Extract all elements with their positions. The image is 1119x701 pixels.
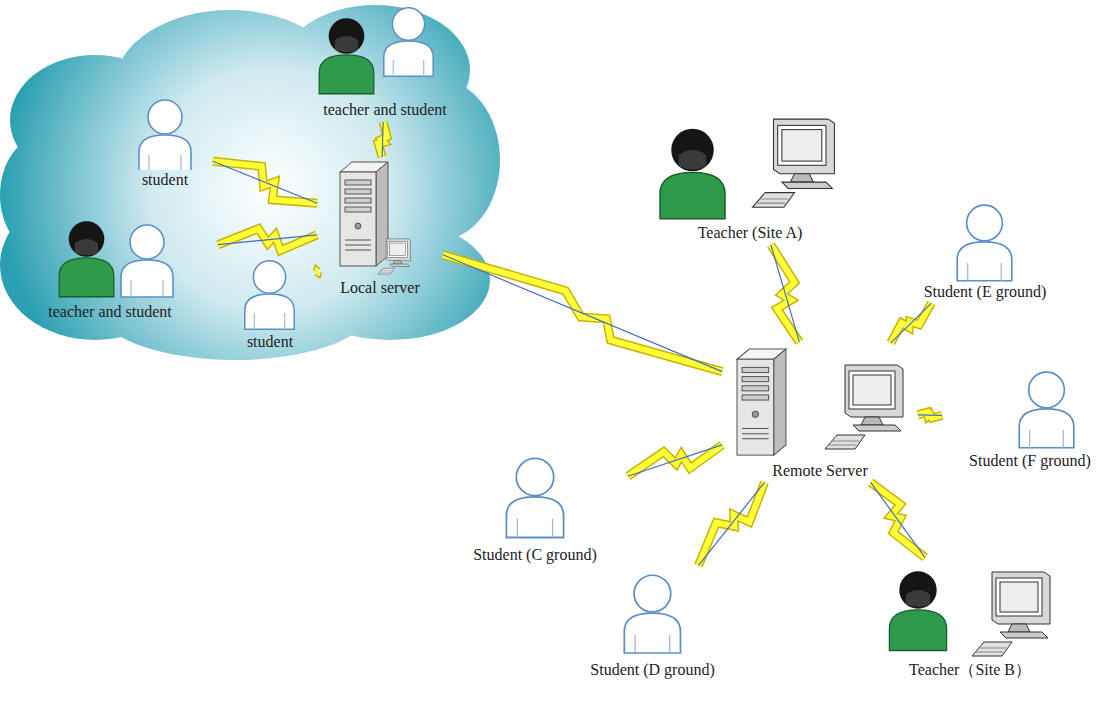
network-node: teacher and student bbox=[300, 0, 470, 119]
wireless-link bbox=[628, 445, 722, 476]
node-icon bbox=[300, 0, 470, 100]
network-node: student bbox=[120, 95, 210, 189]
network-node: Student (F ground) bbox=[945, 365, 1115, 470]
node-icon bbox=[725, 345, 915, 461]
node-icon bbox=[5, 190, 215, 302]
node-label: student bbox=[120, 170, 210, 189]
node-label: Teacher (Site A) bbox=[645, 223, 855, 242]
node-label: Student (D ground) bbox=[560, 660, 745, 679]
network-node: Teacher（Site B） bbox=[870, 560, 1070, 679]
network-node: Student (D ground) bbox=[560, 568, 745, 679]
wireless-link bbox=[698, 482, 764, 565]
wireless-link bbox=[218, 229, 317, 251]
node-label: Student (C ground) bbox=[445, 545, 625, 564]
wireless-link bbox=[378, 122, 387, 157]
node-icon bbox=[945, 365, 1115, 451]
node-label: Student (E ground) bbox=[900, 282, 1070, 301]
network-node: teacher and student bbox=[5, 190, 215, 321]
wireless-link bbox=[213, 161, 317, 203]
node-icon bbox=[120, 95, 210, 170]
network-node: Teacher (Site A) bbox=[645, 105, 855, 242]
wireless-link bbox=[317, 271, 318, 272]
network-node: student bbox=[225, 258, 315, 351]
node-label: Teacher（Site B） bbox=[870, 660, 1070, 679]
node-icon bbox=[225, 258, 315, 332]
network-node: Student (E ground) bbox=[900, 200, 1070, 301]
node-icon bbox=[870, 560, 1070, 660]
node-label: student bbox=[225, 332, 315, 351]
node-label: Remote Server bbox=[725, 461, 915, 480]
node-label: teacher and student bbox=[5, 302, 215, 321]
node-label: Local server bbox=[320, 278, 440, 297]
node-label: teacher and student bbox=[300, 100, 470, 119]
wireless-link bbox=[891, 303, 932, 343]
wireless-link bbox=[443, 255, 722, 372]
wireless-link bbox=[871, 482, 925, 557]
node-label: Student (F ground) bbox=[945, 451, 1115, 470]
network-node: Local server bbox=[320, 160, 440, 297]
network-node: Remote Server bbox=[725, 345, 915, 480]
node-icon bbox=[560, 568, 745, 660]
wireless-link bbox=[771, 245, 799, 342]
node-icon bbox=[320, 160, 440, 278]
node-icon bbox=[445, 450, 625, 545]
node-icon bbox=[645, 105, 855, 223]
network-node: Student (C ground) bbox=[445, 450, 625, 564]
node-icon bbox=[900, 200, 1070, 282]
wireless-link bbox=[918, 412, 942, 418]
